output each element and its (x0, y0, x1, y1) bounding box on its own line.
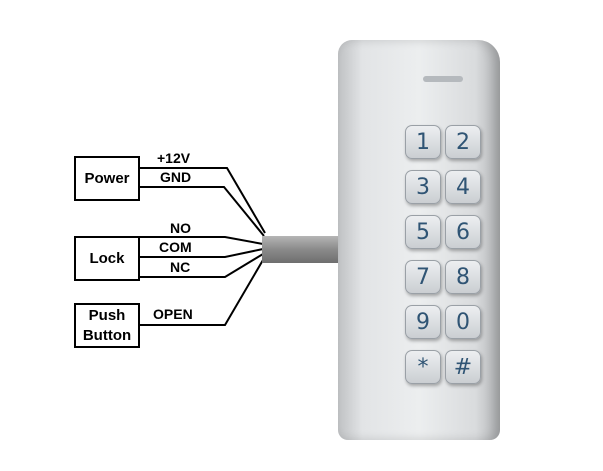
key-1[interactable]: 1 (405, 125, 441, 159)
key-star[interactable]: * (405, 350, 441, 384)
lock-label: Lock (89, 249, 125, 267)
wire-label-nc: NC (170, 259, 191, 275)
wire-no (140, 236, 264, 245)
wire-label-12v: +12V (157, 150, 191, 166)
wire-label-gnd: GND (160, 169, 192, 185)
key-2[interactable]: 2 (445, 125, 481, 159)
key-3[interactable]: 3 (405, 170, 441, 204)
cable (262, 236, 342, 263)
power-box: Power (74, 156, 140, 201)
key-6[interactable]: 6 (445, 215, 481, 249)
wire-gnd (140, 186, 265, 237)
wire-label-no: NO (170, 220, 191, 236)
key-hash[interactable]: # (445, 350, 481, 384)
wire-label-com: COM (159, 239, 192, 255)
wire-open (140, 259, 264, 326)
key-0[interactable]: 0 (445, 305, 481, 339)
key-9[interactable]: 9 (405, 305, 441, 339)
wire-nc (140, 253, 264, 278)
wire-12v (140, 167, 266, 234)
key-4[interactable]: 4 (445, 170, 481, 204)
indicator-slot (423, 76, 463, 82)
key-5[interactable]: 5 (405, 215, 441, 249)
power-label: Power (84, 169, 130, 187)
wire-com (140, 248, 264, 258)
wire-label-open: OPEN (153, 306, 193, 322)
lock-box: Lock (74, 236, 140, 281)
key-7[interactable]: 7 (405, 260, 441, 294)
push-button-label: Push Button (82, 306, 132, 344)
push-button-box: Push Button (74, 303, 140, 348)
key-8[interactable]: 8 (445, 260, 481, 294)
